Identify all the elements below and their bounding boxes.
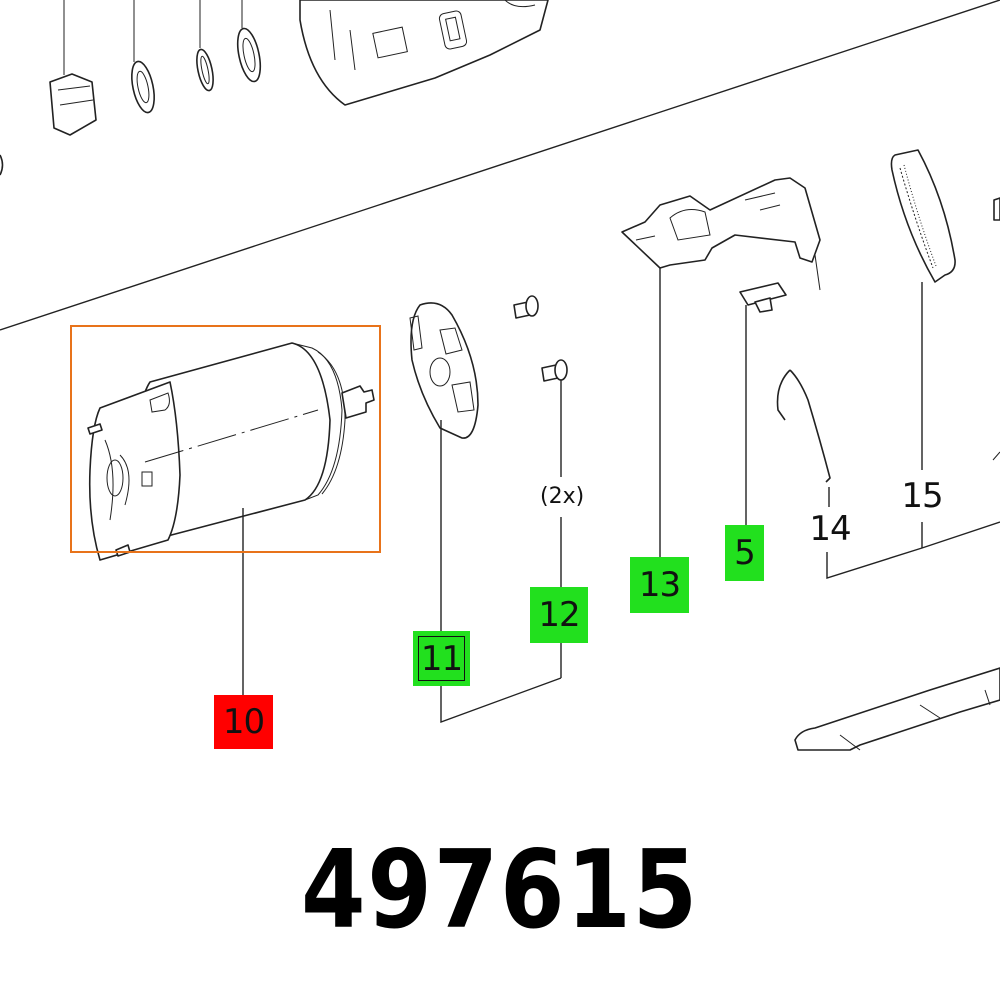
washer-part-2	[236, 27, 262, 83]
callout-11[interactable]: 11	[413, 631, 470, 686]
screw-parts	[513, 295, 568, 382]
brush-plate-part	[409, 302, 479, 439]
callout-14[interactable]: 14	[806, 507, 854, 551]
leader-bracket-14-15	[826, 521, 1000, 579]
callout-12[interactable]: 12	[530, 587, 588, 643]
callout-5[interactable]: 5	[725, 525, 764, 581]
callout-5-label: 5	[734, 533, 756, 573]
quantity-label-12: (2x)	[540, 484, 585, 509]
edge-part	[993, 197, 1000, 221]
spring-clip-part	[776, 369, 831, 483]
leader-bracket-11-12	[440, 677, 562, 724]
assembly-axis-line	[0, 0, 1000, 331]
knob-part	[49, 73, 97, 136]
callout-11-label: 11	[420, 638, 463, 679]
callout-13[interactable]: 13	[630, 557, 689, 613]
selected-part-highlight	[70, 325, 381, 553]
callout-15-label: 15	[901, 476, 943, 516]
callout-15[interactable]: 15	[898, 474, 946, 518]
callout-10-label: 10	[222, 702, 265, 742]
callout-12-label: 12	[538, 595, 580, 635]
slide-button-part	[739, 282, 787, 313]
callout-13-label: 13	[638, 565, 681, 605]
callout-10[interactable]: 10	[214, 695, 273, 749]
edge-leader	[992, 451, 1000, 461]
gear-ring-part	[890, 149, 956, 283]
motor-pinion	[341, 385, 375, 419]
switch-housing-part	[621, 177, 821, 291]
upper-parts-group	[0, 0, 549, 176]
part-number: 497615	[300, 828, 700, 953]
ring-part	[196, 48, 214, 92]
washer-part	[131, 60, 155, 114]
gearbox-housing-part	[299, 0, 549, 106]
motor-part	[87, 342, 375, 561]
callout-14-label: 14	[809, 509, 851, 549]
lower-housing-part	[794, 667, 1000, 751]
